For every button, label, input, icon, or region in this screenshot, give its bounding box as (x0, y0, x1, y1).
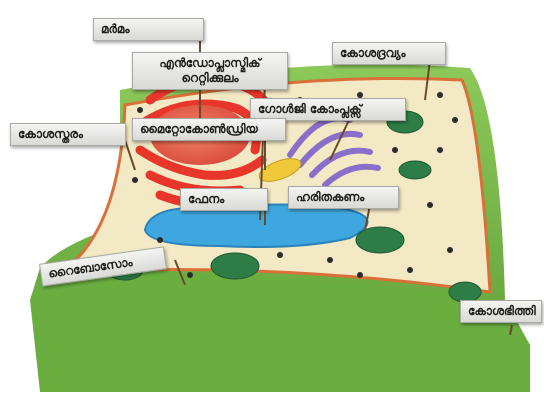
label-cell-membrane: കോശസ്തരം (10, 123, 126, 146)
label-cytoplasm: കോശദ്രവ്യം (332, 42, 446, 65)
label-nucleolus: മർമം (93, 18, 204, 41)
label-vacuole: ഫേനം (180, 188, 268, 211)
label-chloroplast: ഹരിതകണം (288, 186, 399, 209)
label-cell-wall: കോശഭിത്തി (460, 300, 542, 323)
label-endoplasmic-reticulum: എൻഡോപ്ലാസ്മിക് റെറ്റിക്കുലം (132, 52, 288, 90)
label-mitochondria: മൈറ്റോകോൺഡ്രിയ (132, 118, 286, 141)
